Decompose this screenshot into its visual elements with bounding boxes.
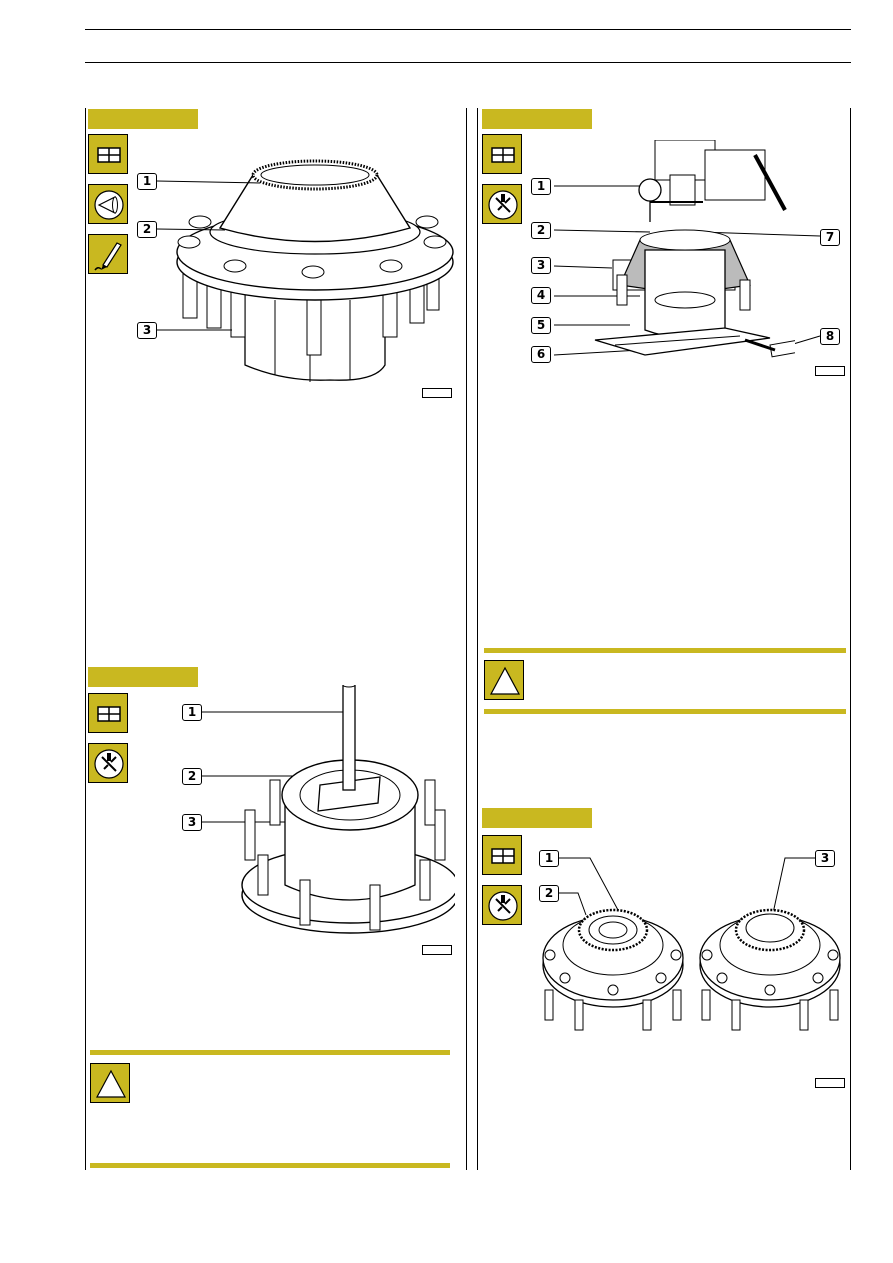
callout-label: 1 (539, 850, 559, 867)
header-rule-top (85, 29, 851, 30)
callout-label: 1 (531, 178, 551, 195)
warning-bar-bottom (90, 1163, 450, 1168)
cone-eye-icon (88, 184, 128, 224)
warning-triangle-icon (484, 660, 524, 700)
callout-label: 2 (182, 768, 202, 785)
two-hubs-bearing-comparison-drawing (542, 908, 841, 1031)
figure-tab-b (88, 667, 198, 687)
column-rule-left (85, 108, 86, 1170)
grid-icon (482, 134, 522, 174)
wheel-hub-with-phonic-wheel-drawing (176, 159, 454, 382)
figure-tab-c (482, 109, 592, 129)
grid-icon (482, 835, 522, 875)
warning-bar-top (90, 1050, 450, 1055)
column-rule-middle-2 (477, 108, 478, 1170)
figure-tab-d (482, 808, 592, 828)
press-with-dial-gauge-drawing (594, 140, 795, 358)
callout-label: 3 (815, 850, 835, 867)
warning-triangle-icon (90, 1063, 130, 1103)
figure-reference-box (422, 945, 452, 955)
figure-tab-a (88, 109, 198, 129)
callout-label: 2 (539, 885, 559, 902)
column-rule-right (850, 108, 851, 1170)
marker-pen-icon (88, 234, 128, 274)
callout-label: 6 (531, 346, 551, 363)
figure-reference-box (422, 388, 452, 398)
figure-reference-box (815, 1078, 845, 1088)
callout-label: 2 (531, 222, 551, 239)
callout-label: 4 (531, 287, 551, 304)
special-tool-icon (482, 885, 522, 925)
grid-icon (88, 693, 128, 733)
special-tool-icon (482, 184, 522, 224)
callout-label: 5 (531, 317, 551, 334)
warning-bar-bottom (484, 709, 846, 714)
callout-label: 3 (531, 257, 551, 274)
callout-label: 2 (137, 221, 157, 238)
header-rule-bottom (85, 62, 851, 63)
special-tool-icon (88, 743, 128, 783)
figure-reference-box (815, 366, 845, 376)
callout-label: 1 (182, 704, 202, 721)
callout-label: 7 (820, 229, 840, 246)
callout-label: 3 (137, 322, 157, 339)
column-rule-middle (466, 108, 467, 1170)
callout-label: 1 (137, 173, 157, 190)
callout-label: 8 (820, 328, 840, 345)
callout-label: 3 (182, 814, 202, 831)
hub-with-extractor-drawing (241, 685, 455, 934)
grid-icon (88, 134, 128, 174)
warning-bar-top (484, 648, 846, 653)
